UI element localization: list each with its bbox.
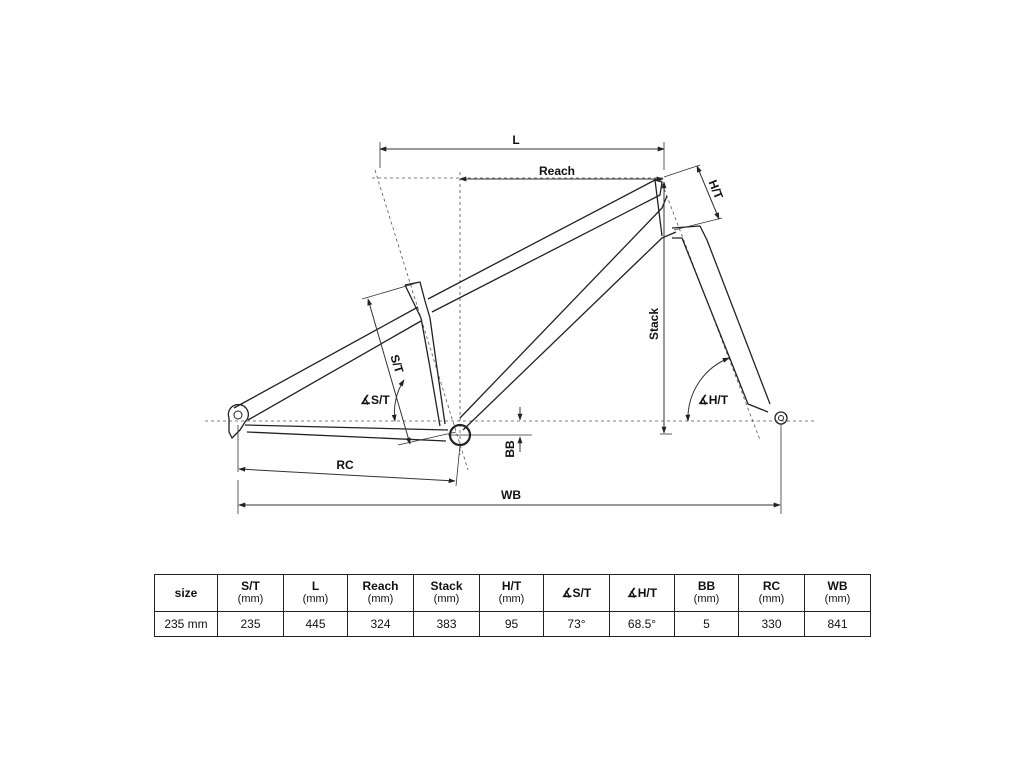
table-row: 235 mm 235 445 324 383 95 73° 68.5° 5 33… <box>154 611 871 637</box>
header-unit: (mm) <box>433 593 460 605</box>
cell-size: 235 mm <box>154 611 218 637</box>
header-label: Reach <box>362 579 399 593</box>
header-st: S/T(mm) <box>217 574 284 612</box>
header-label: RC <box>762 579 781 593</box>
cell-wb: 841 <box>804 611 871 637</box>
cell-l: 445 <box>283 611 348 637</box>
cell-rc: 330 <box>738 611 805 637</box>
header-label: ∡H/T <box>626 585 658 600</box>
header-unit: (mm) <box>758 593 785 605</box>
table-header-row: size S/T(mm) L(mm) Reach(mm) Stack(mm) H… <box>154 574 871 612</box>
cell-bb: 5 <box>674 611 739 637</box>
label-st-angle: ∡S/T <box>360 393 390 407</box>
header-reach: Reach(mm) <box>347 574 414 612</box>
header-label: BB <box>697 579 716 593</box>
label-ht: H/T <box>706 178 726 202</box>
cell-stack: 383 <box>413 611 480 637</box>
header-label: L <box>311 579 320 593</box>
header-label: ∡S/T <box>561 585 592 600</box>
cell-st-angle: 73° <box>543 611 610 637</box>
cell-reach: 324 <box>347 611 414 637</box>
header-st-angle: ∡S/T <box>543 574 610 612</box>
header-unit: (mm) <box>237 593 264 605</box>
header-wb: WB(mm) <box>804 574 871 612</box>
header-unit: (mm) <box>498 593 525 605</box>
header-ht-angle: ∡H/T <box>609 574 675 612</box>
header-bb: BB(mm) <box>674 574 739 612</box>
header-label: WB <box>827 579 848 593</box>
label-bb: BB <box>503 440 517 458</box>
header-unit: (mm) <box>824 593 851 605</box>
label-l: L <box>512 133 519 147</box>
header-stack: Stack(mm) <box>413 574 480 612</box>
guide-lines <box>205 169 815 471</box>
header-rc: RC(mm) <box>738 574 805 612</box>
header-size: size <box>154 574 218 612</box>
header-label: H/T <box>501 579 522 593</box>
header-unit: (mm) <box>693 593 720 605</box>
cell-ht: 95 <box>479 611 544 637</box>
label-st: S/T <box>387 353 406 376</box>
label-reach: Reach <box>539 164 575 178</box>
cell-st: 235 <box>217 611 284 637</box>
header-label: size <box>174 585 198 600</box>
header-l: L(mm) <box>283 574 348 612</box>
label-wb: WB <box>501 488 521 502</box>
label-ht-angle: ∡H/T <box>698 393 729 407</box>
header-label: Stack <box>430 579 463 593</box>
header-unit: (mm) <box>367 593 394 605</box>
header-unit: (mm) <box>302 593 329 605</box>
header-label: S/T <box>241 579 260 593</box>
header-ht: H/T(mm) <box>479 574 544 612</box>
label-stack: Stack <box>647 308 661 340</box>
geometry-table: size S/T(mm) L(mm) Reach(mm) Stack(mm) H… <box>154 574 871 637</box>
label-rc: RC <box>336 458 354 472</box>
cell-ht-angle: 68.5° <box>609 611 675 637</box>
dimension-lines <box>237 142 782 514</box>
